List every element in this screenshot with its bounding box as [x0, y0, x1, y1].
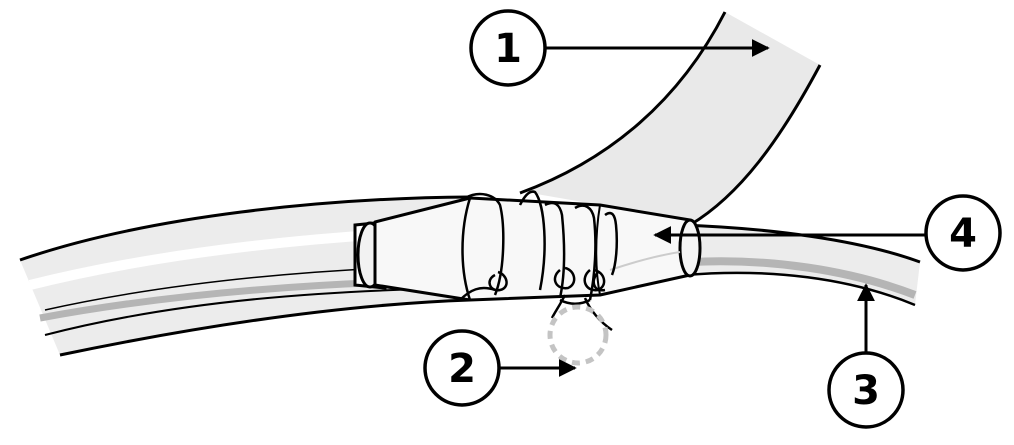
- connector-sleeve: [373, 196, 702, 302]
- callout-1: 1: [469, 9, 547, 87]
- callout-4: 4: [924, 194, 1002, 272]
- callout-number-3: 3: [852, 368, 880, 414]
- callout-2: 2: [423, 329, 501, 407]
- callout-number-4: 4: [949, 211, 977, 257]
- suture-knot-icon: [459, 190, 619, 332]
- callout-circle-icon: [827, 351, 905, 429]
- callout-number-1: 1: [494, 26, 522, 72]
- callout-number-2: 2: [448, 346, 476, 392]
- callout-circle-icon: [469, 9, 547, 87]
- callout-circle-icon: [924, 194, 1002, 272]
- callout-3: 3: [827, 351, 905, 429]
- upper-branch-tube: [519, 11, 822, 227]
- dashed-highlight-circle: [547, 304, 609, 366]
- callout-circle-icon: [423, 329, 501, 407]
- small-right-tube: [679, 223, 921, 307]
